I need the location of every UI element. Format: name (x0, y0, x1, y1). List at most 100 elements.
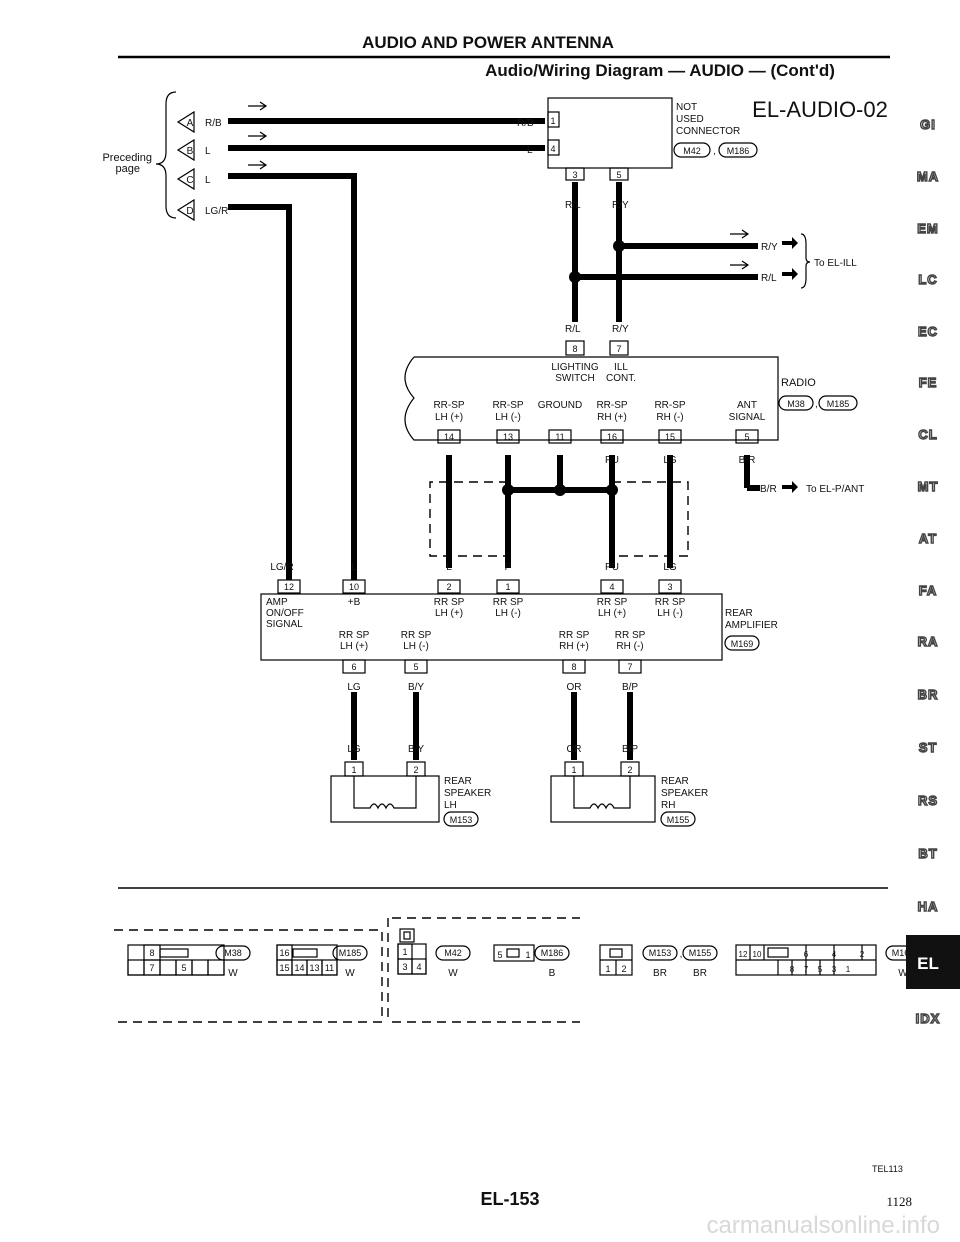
sidebar-tab-bt[interactable]: BT (918, 845, 938, 861)
pin (277, 579, 301, 594)
sidebar-tab-gi[interactable]: GI (919, 116, 936, 132)
pin (342, 579, 366, 594)
wire-color: B/P (622, 682, 638, 693)
speaker-coil-icon (573, 776, 631, 810)
connector-id: M169 (731, 639, 754, 649)
sidebar-tab-ec[interactable]: EC (917, 323, 938, 339)
connector-arrow-icon (176, 138, 195, 162)
input-d: D LG/R (176, 198, 228, 222)
pin-label: LH (+) (435, 412, 463, 423)
pin-number: 3 (667, 582, 672, 592)
wire-color: L (446, 562, 452, 573)
sidebar-tab-at[interactable]: AT (918, 530, 937, 546)
pin-number: 4 (832, 950, 837, 959)
sidebar-tab-el[interactable]: EL (906, 935, 960, 989)
shield-rh (610, 481, 689, 557)
connector-arrow-icon (176, 110, 195, 134)
input-letter: D (186, 206, 193, 217)
pin-label: ILL (614, 362, 628, 373)
pin-label: LH (-) (657, 608, 683, 619)
pin-label: LH (-) (495, 412, 521, 423)
pin-number: 5 (413, 662, 418, 672)
connector-id: M38 (224, 948, 242, 958)
amp-pin-10: 10+B (342, 579, 366, 608)
pin-number: 1 (351, 765, 356, 775)
wire-color: R/L (565, 200, 581, 211)
rear-speaker-rh: 1 2 REAR SPEAKER RH M155 (550, 761, 708, 827)
wire-color: LG/R (270, 562, 293, 573)
cavity (127, 959, 145, 976)
not-used-connector (547, 97, 673, 169)
flow-arrow (730, 260, 750, 270)
connector-color: W (228, 968, 238, 979)
wire-color: P (505, 562, 512, 573)
pin-label: LH (+) (435, 608, 463, 619)
preceding-label-page: page (116, 163, 140, 175)
pin-label: RH (+) (559, 641, 589, 652)
sidebar-tab-ma[interactable]: MA (916, 168, 939, 184)
pin-number: 2 (627, 765, 632, 775)
shield-lh (429, 481, 510, 557)
wire-l-plusb (228, 173, 357, 580)
sidebar-label: EL (917, 954, 939, 973)
pin-number: 11 (555, 432, 564, 442)
sidebar-tab-rs[interactable]: RS (917, 792, 938, 808)
pin-number: 10 (753, 950, 762, 959)
pin (609, 340, 629, 356)
sidebar-tab-mt[interactable]: MT (917, 478, 939, 494)
latch (399, 928, 415, 943)
sidebar-tab-ha[interactable]: HA (917, 898, 939, 914)
pin-label: LH (-) (403, 641, 429, 652)
latch (609, 948, 623, 958)
pin-label: RH (-) (616, 641, 643, 652)
cavity (159, 959, 177, 976)
page-title: AUDIO AND POWER ANTENNA (362, 33, 614, 52)
brace (800, 233, 811, 289)
rear-amplifier (260, 593, 723, 661)
wire-color: OR (567, 682, 582, 693)
pin-number: 2 (860, 950, 865, 959)
connector-arrow-icon (176, 198, 195, 222)
rear-speaker-lh: 1 2 REAR SPEAKER LH M153 (330, 761, 491, 827)
sidebar-tab-cl[interactable]: CL (918, 426, 938, 442)
sidebar-tab-lc[interactable]: LC (918, 271, 938, 287)
pin-number: 8 (571, 662, 576, 672)
sidebar-tab-idx[interactable]: IDX (915, 1010, 941, 1026)
input-letter: A (187, 118, 194, 129)
pin-label: AMP (266, 597, 288, 608)
speaker-coil-icon (353, 776, 417, 810)
sidebar-tab-em[interactable]: EM (917, 220, 939, 236)
pin (565, 167, 585, 181)
not-used-connector-ids: M42 , M186 (673, 142, 758, 158)
pin (547, 139, 560, 156)
sidebar-tab-fa[interactable]: FA (918, 582, 938, 598)
pin-number: 5 (616, 170, 621, 180)
connector-color: BR (653, 968, 667, 979)
connector-arrow-icon (176, 167, 195, 191)
connector-id: M42 (683, 146, 701, 156)
component-name: REAR (725, 608, 753, 619)
pin-label: ANT (737, 400, 757, 411)
component-name: RH (661, 800, 675, 811)
connector-id-frame (534, 945, 570, 961)
pin-number: 12 (739, 950, 748, 959)
pin-label: RR-SP (433, 400, 464, 411)
sidebar-tab-st[interactable]: ST (918, 739, 938, 755)
sidebar-tab-br[interactable]: BR (917, 686, 939, 702)
wire-color: L (527, 145, 533, 156)
pin-number: 11 (325, 963, 334, 973)
wire-color: L (205, 146, 211, 157)
sidebar-tab-ra[interactable]: RA (917, 633, 939, 649)
svg-text:,: , (815, 399, 818, 410)
pin (496, 579, 520, 594)
component-name: SPEAKER (444, 788, 491, 799)
wire-color: L (351, 562, 357, 573)
sidebar-tab-fe[interactable]: FE (918, 374, 938, 390)
pin-label: RR SP (615, 630, 646, 641)
